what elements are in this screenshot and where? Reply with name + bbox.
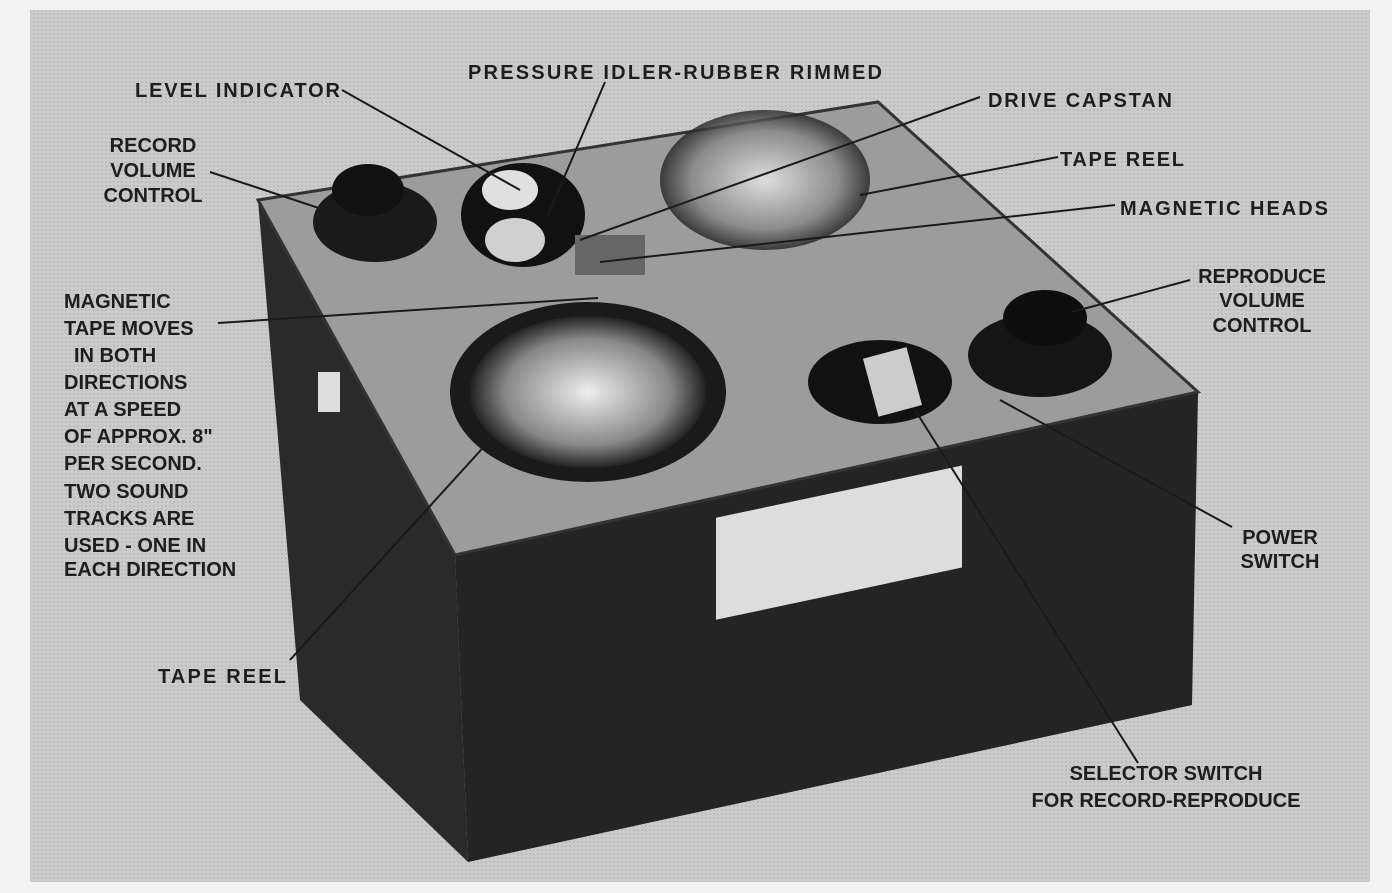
label-line: VOLUME (110, 160, 196, 182)
label-line: PER SECOND. (64, 453, 202, 475)
label-line: USED - ONE IN (64, 535, 206, 557)
label-line: TWO SOUND (64, 481, 188, 503)
label-line: OF APPROX. 8" (64, 426, 213, 448)
label-line: VOLUME (1219, 290, 1305, 312)
front-face (455, 392, 1198, 862)
label-reproduce-volume-control: REPRODUCE VOLUME CONTROL (1198, 266, 1326, 337)
label-power-switch: POWER SWITCH (1241, 527, 1320, 573)
label-line: FOR RECORD-REPRODUCE (1032, 790, 1301, 812)
label-magnetic-heads: MAGNETIC HEADS (1120, 198, 1328, 220)
label-selector-switch: SELECTOR SWITCH FOR RECORD-REPRODUCE (1032, 763, 1301, 812)
leader-lines (209, 81, 1233, 764)
label-line: IN BOTH (74, 345, 156, 367)
label-line: SWITCH (1241, 551, 1320, 573)
tape-recorder-photo (255, 100, 1202, 862)
label-line: EACH DIRECTION (64, 559, 236, 581)
label-line: DIRECTIONS (64, 372, 187, 394)
label-tape-note: MAGNETIC TAPE MOVES IN BOTH DIRECTIONS A… (64, 291, 236, 581)
label-line: CONTROL (1213, 315, 1312, 337)
label-pressure-idler: PRESSURE IDLER-RUBBER RIMMED (468, 62, 882, 84)
label-line: TAPE MOVES (64, 318, 194, 340)
label-line: CONTROL (104, 185, 203, 207)
name-plate (716, 465, 962, 620)
label-line: TRACKS ARE (64, 508, 194, 530)
label-line: SELECTOR SWITCH (1070, 763, 1263, 785)
label-drive-capstan: DRIVE CAPSTAN (988, 90, 1172, 112)
label-tape-reel-top: TAPE REEL (1060, 149, 1184, 171)
label-line: MAGNETIC (64, 291, 171, 313)
label-record-volume-control: RECORD VOLUME CONTROL (104, 135, 203, 207)
left-side (258, 200, 468, 862)
label-line: POWER (1242, 527, 1318, 549)
label-line: REPRODUCE (1198, 266, 1326, 288)
label-line: AT A SPEED (64, 399, 181, 421)
label-tape-reel-bottom: TAPE REEL (158, 666, 286, 688)
label-line: RECORD (110, 135, 197, 157)
